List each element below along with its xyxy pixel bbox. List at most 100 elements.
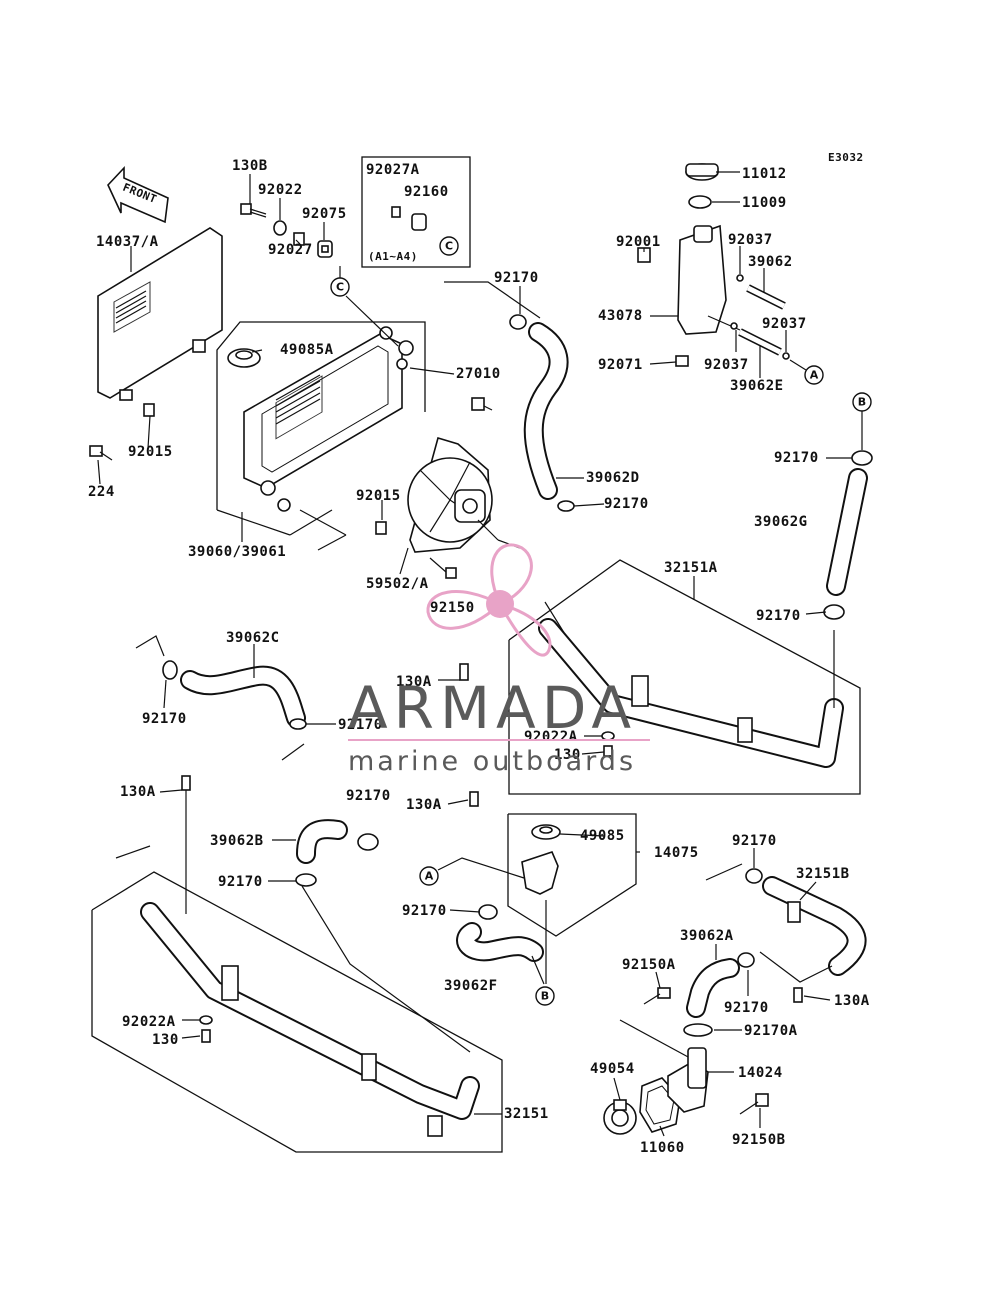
part-label: 43078 <box>598 308 643 324</box>
part-label: 92170 <box>218 874 263 890</box>
part-label: 92170 <box>756 608 801 624</box>
pipe-32151a <box>508 559 861 795</box>
bolt-92150 <box>429 557 457 579</box>
part-label: 130A <box>834 993 870 1009</box>
bolt-130a-32151 <box>181 775 191 791</box>
variant-label: (A1~A4) <box>368 250 418 263</box>
clamp-92170-c-left <box>162 660 178 680</box>
bolt-130b <box>240 203 267 218</box>
hose-39062d <box>523 322 569 500</box>
hose-39062c <box>180 665 306 728</box>
part-labels: 130B 92022 92027A 92160 92075 92027 1403… <box>88 158 870 1156</box>
part-label: 92037 <box>728 232 773 248</box>
part-label: 224 <box>88 484 115 500</box>
bolt-130-lower <box>201 1029 211 1043</box>
nut-92071 <box>675 355 689 367</box>
hose-39062b <box>296 819 348 864</box>
part-label: 14037/A <box>96 234 159 250</box>
part-label: 32151A <box>664 560 718 576</box>
hose-39062e <box>738 328 782 356</box>
part-label: 92075 <box>302 206 347 222</box>
clamp-92170-f <box>478 904 498 920</box>
part-label: 92170 <box>402 903 447 919</box>
reference-markers: C C A B A B <box>330 236 872 1006</box>
part-label: 92015 <box>356 488 401 504</box>
radiator-cap-49085a <box>227 348 261 368</box>
part-label: 92027 <box>268 242 313 258</box>
radiator <box>216 321 426 551</box>
hose-39062f <box>456 922 544 962</box>
part-label: 92015 <box>128 444 173 460</box>
thermostat-49054 <box>603 1099 637 1135</box>
ref-marker-c-1: C <box>336 281 344 294</box>
part-label: 92037 <box>704 357 749 373</box>
part-label: 92170A <box>744 1023 798 1039</box>
part-label: 92001 <box>616 234 661 250</box>
clamp-92170-top <box>509 314 527 330</box>
collar-92027 <box>293 232 305 246</box>
tank-seal-11009 <box>688 195 712 209</box>
part-label: 92071 <box>598 357 643 373</box>
part-label: 92150B <box>732 1132 786 1148</box>
hose-39062a <box>686 958 740 1018</box>
clamp-92170-32151b <box>745 868 763 884</box>
clamp-92170-b <box>357 833 379 851</box>
part-label: 92170 <box>494 270 539 286</box>
part-label: 130 <box>152 1032 179 1048</box>
grommet-92015-left <box>143 403 155 417</box>
part-label: 92150A <box>622 957 676 973</box>
ref-marker-a-1: A <box>810 369 819 382</box>
clamp-92170a <box>683 1023 713 1037</box>
washer-92022 <box>273 220 287 236</box>
part-label: 39062E <box>730 378 784 394</box>
clamp-92170-g-top <box>851 450 873 466</box>
clamp-92170-c-right <box>289 718 307 730</box>
part-label: 130A <box>406 797 442 813</box>
part-label: 92037 <box>762 316 807 332</box>
ref-marker-b-2: B <box>541 990 549 1003</box>
part-label: 130A <box>396 674 432 690</box>
reservoir-tank <box>677 163 741 335</box>
watermark-tagline: marine outboards <box>348 746 636 777</box>
cooling-fan <box>407 436 521 553</box>
part-label: 92027A <box>366 162 420 178</box>
diagram-code: E3032 <box>828 151 864 164</box>
part-label: 92170 <box>142 711 187 727</box>
collar-92027a <box>391 206 401 218</box>
part-label: 14024 <box>738 1065 783 1081</box>
grommet-92160 <box>411 213 427 231</box>
part-label: 39062 <box>748 254 793 270</box>
clamp-92170-b-lower <box>295 873 317 887</box>
bolt-130a-14075 <box>469 791 479 807</box>
watermark-brand: ARMADA <box>348 674 637 742</box>
pipe-32151 <box>91 790 503 1153</box>
fan-switch-27010 <box>471 397 493 411</box>
part-label: 39062F <box>444 978 498 994</box>
clamp-92170-a <box>737 952 755 968</box>
pipe-32151b <box>705 863 867 983</box>
part-label: 11060 <box>640 1140 685 1156</box>
part-label: 39062D <box>586 470 640 486</box>
part-label: 92022A <box>122 1014 176 1030</box>
part-label: 92170 <box>338 717 383 733</box>
part-label: 92170 <box>724 1000 769 1016</box>
clamp-92170-lower <box>557 500 575 512</box>
watermark: ARMADA marine outboards <box>348 543 650 777</box>
part-label: 92170 <box>732 833 777 849</box>
clamp-92170-g-bottom <box>823 604 845 620</box>
part-label: 92160 <box>404 184 449 200</box>
bolt-92150b <box>739 1093 769 1115</box>
part-label: 92170 <box>774 450 819 466</box>
part-label: 49085 <box>580 828 625 844</box>
part-label: 11012 <box>742 166 787 182</box>
part-label: 39062A <box>680 928 734 944</box>
part-label: 92022 <box>258 182 303 198</box>
part-label: 92150 <box>430 600 475 616</box>
propeller-logo-icon <box>426 543 552 657</box>
bolt-130a-32151b <box>793 987 803 1003</box>
hose-39062 <box>746 284 786 310</box>
grommet-92075 <box>317 240 333 258</box>
part-label: 130B <box>232 158 268 174</box>
ref-marker-c-2: C <box>445 240 453 253</box>
part-label: 39062C <box>226 630 280 646</box>
